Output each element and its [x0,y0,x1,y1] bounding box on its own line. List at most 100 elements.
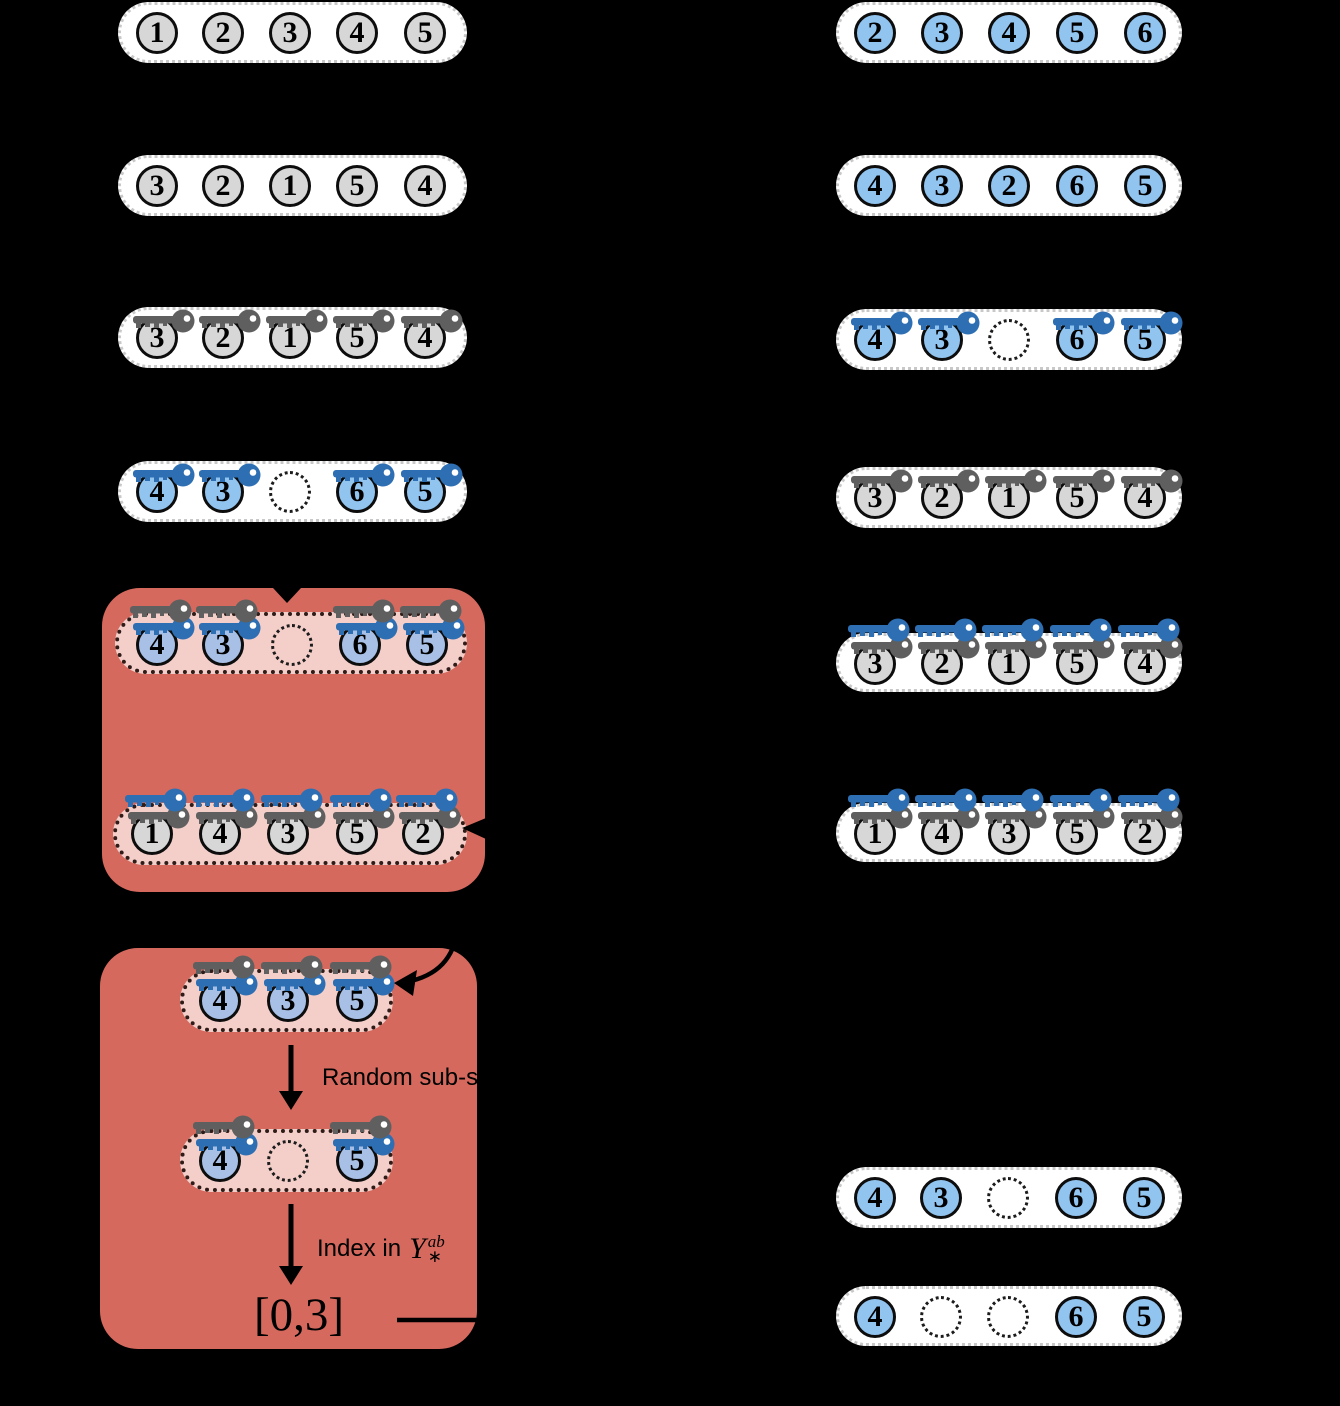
token-number: 4 [212,1144,228,1177]
token-circle: 3 [920,1177,962,1219]
token-circle: 6 [1055,1177,1097,1219]
key-icon-blue [915,613,978,647]
key-icon-gray [261,950,324,984]
token-number: 5 [1137,323,1153,356]
key-icon-gray [1121,464,1184,498]
token-circle: 1 [136,12,178,54]
token-circle: 6 [1056,165,1098,207]
token-number: 3 [215,475,231,508]
token-number: 2 [1001,169,1017,202]
math-expression: Y ab ∗ [409,1232,445,1266]
token-circle: 2 [202,12,244,54]
token-number: 3 [867,481,883,514]
token-number: 5 [1069,16,1085,49]
empty-slot [987,1296,1029,1338]
key-icon-gray [264,800,327,834]
token-number: 4 [867,1181,883,1214]
token-circle: 2 [854,12,896,54]
key-icon-gray [193,1110,256,1144]
token-number: 5 [1136,1181,1152,1214]
key-icon-blue [915,783,978,817]
key-icon-blue [1050,613,1113,647]
token-number: 3 [282,16,298,49]
key-icon-gray [130,594,193,628]
token-number: 6 [1069,169,1085,202]
token-number: 5 [1069,817,1085,850]
token-number: 1 [144,817,160,850]
key-icon-gray [1053,800,1116,834]
token-number: 3 [280,817,296,850]
token-number: 1 [282,321,298,354]
token-number: 2 [215,16,231,49]
token-circle: 3 [136,165,178,207]
index-label-text: Index in [317,1235,402,1262]
key-icon-blue [196,967,259,1001]
key-icon-blue [333,1127,396,1161]
token-number: 4 [1001,16,1017,49]
token-number: 3 [867,647,883,680]
token-circle: 6 [1055,1296,1097,1338]
token-number: 1 [149,16,165,49]
token-number: 4 [212,817,228,850]
token-circle: 2 [921,477,963,519]
key-icon-blue [1053,306,1116,340]
key-icon-gray [128,800,191,834]
token-circle: 4 [199,1140,241,1182]
empty-slot [271,624,313,666]
key-icon-gray [199,304,262,338]
token-number: 6 [1068,1300,1084,1333]
token-number: 6 [1137,16,1153,49]
key-icon-gray [918,464,981,498]
token-circle: 5 [404,12,446,54]
token-number: 2 [934,647,950,680]
key-icon-gray [1053,464,1116,498]
token-circle: 4 [136,471,178,513]
token-circle: 1 [988,643,1030,685]
token-number: 3 [215,628,231,661]
token-number: 4 [417,321,433,354]
key-icon-gray [333,594,396,628]
token-circle: 5 [1123,1177,1165,1219]
key-icon-gray [193,950,256,984]
key-icon-blue [1118,613,1181,647]
token-circle: 4 [199,813,241,855]
token-number: 2 [867,16,883,49]
empty-slot [269,471,311,513]
token-circle: 5 [1056,12,1098,54]
token-number: 5 [349,984,365,1017]
token-number: 1 [1001,647,1017,680]
key-icon-blue [333,967,396,1001]
token-number: 4 [867,323,883,356]
key-icon-gray [330,1110,393,1144]
token-circle: 5 [1124,165,1166,207]
token-number: 2 [215,321,231,354]
key-icon-gray [918,630,981,664]
token-number: 5 [349,169,365,202]
key-icon-gray [985,800,1048,834]
token-number: 6 [352,628,368,661]
token-circle: 3 [921,12,963,54]
token-number: 2 [934,481,950,514]
token-circle: 4 [988,12,1030,54]
token-circle: 4 [854,165,896,207]
token-number: 5 [1069,481,1085,514]
key-icon-gray [851,630,914,664]
key-icon-blue [261,783,324,817]
result-interval: [0,3] [254,1289,345,1341]
token-number: 4 [934,817,950,850]
empty-slot [267,1140,309,1182]
key-icon-blue [848,613,911,647]
key-icon-blue [125,783,188,817]
math-superscript: ab [427,1232,445,1251]
token-number: 5 [417,475,433,508]
token-number: 1 [282,169,298,202]
token-circle: 4 [336,12,378,54]
token-number: 4 [212,984,228,1017]
token-number: 3 [934,169,950,202]
key-icon-blue [848,783,911,817]
key-icon-blue [330,783,393,817]
token-number: 5 [1137,169,1153,202]
key-icon-gray [196,800,259,834]
math-variable: Y [409,1232,426,1265]
